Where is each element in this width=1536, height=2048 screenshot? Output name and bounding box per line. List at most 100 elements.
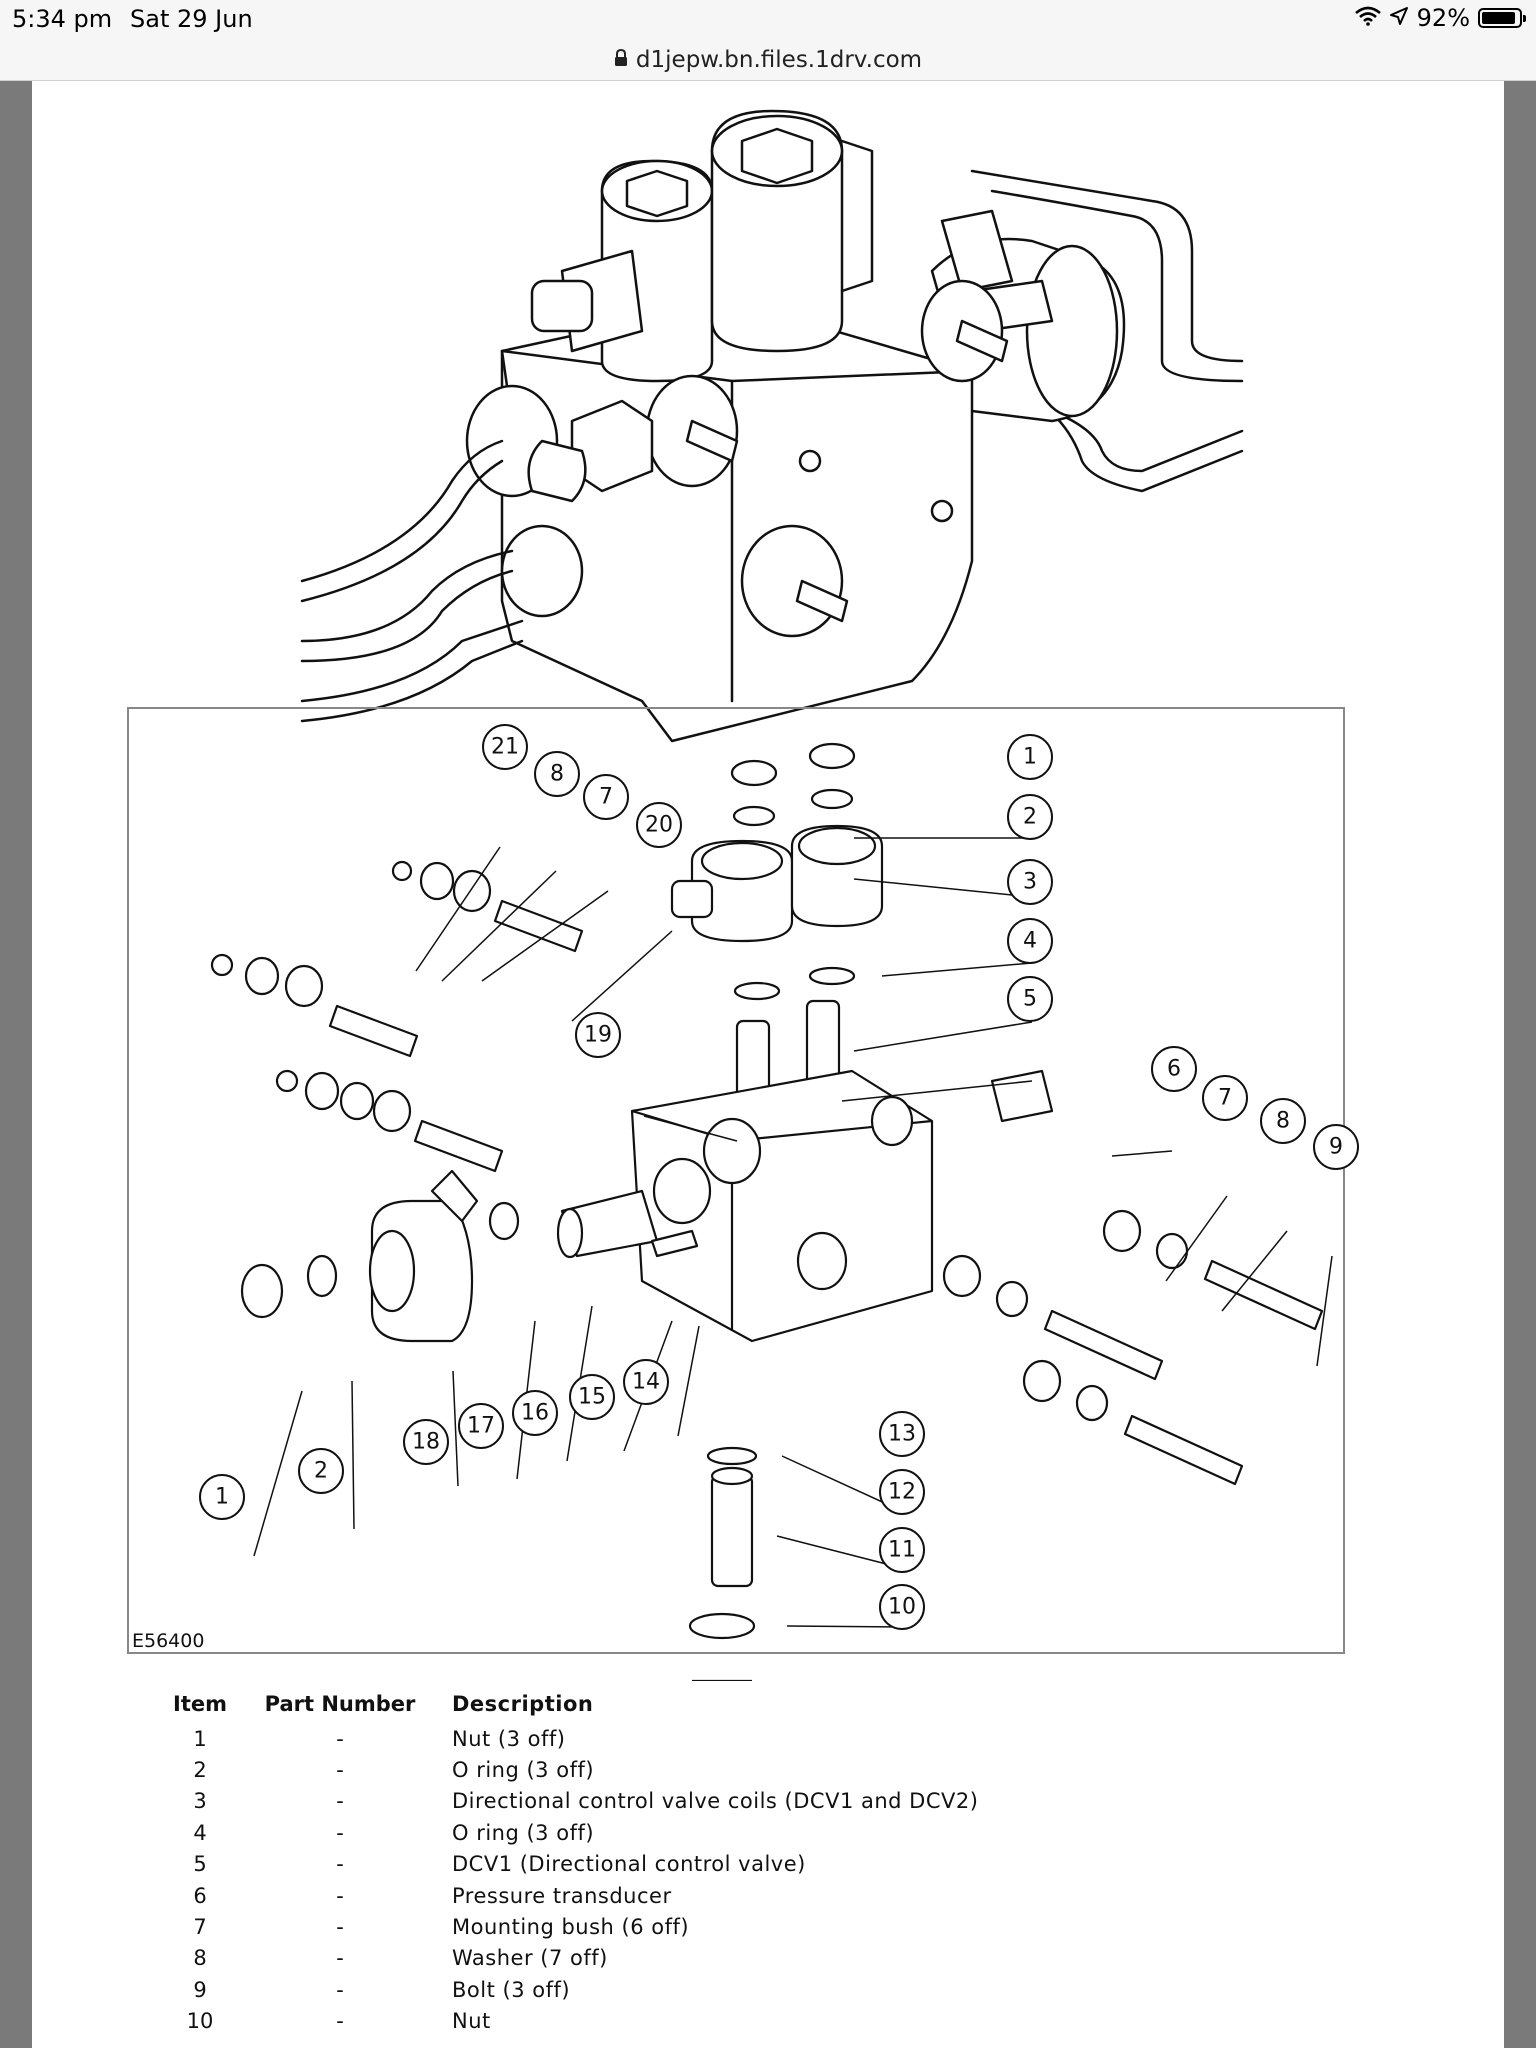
table-row: 4 - O ring (3 off)	[150, 1817, 1050, 1848]
callout-balloon: 2	[298, 1448, 344, 1494]
svg-text:21: 21	[491, 735, 519, 760]
svg-text:15: 15	[578, 1385, 606, 1410]
svg-text:11: 11	[888, 1538, 916, 1563]
svg-text:13: 13	[888, 1422, 916, 1447]
header-item: Item	[173, 1692, 227, 1716]
svg-text:8: 8	[550, 762, 564, 787]
svg-text:12: 12	[888, 1480, 916, 1505]
callout-balloon: 1	[199, 1474, 245, 1520]
status-indicators: 92%	[1354, 4, 1526, 32]
callout-balloon: 14	[623, 1359, 669, 1405]
table-row: 9 - Bolt (3 off)	[150, 1974, 1050, 2005]
cell-item: 10	[186, 2009, 214, 2034]
callout-balloon: 6	[1151, 1046, 1197, 1092]
svg-text:2: 2	[1023, 805, 1037, 830]
callout-balloon: 13	[879, 1411, 925, 1457]
callout-balloon: 2	[1007, 794, 1053, 840]
callout-balloon: 21	[482, 724, 528, 770]
location-arrow-icon	[1389, 4, 1409, 32]
cell-item: 2	[193, 1758, 207, 1783]
cell-item: 1	[193, 1726, 207, 1751]
callout-balloon: 19	[575, 1012, 621, 1058]
cell-part-number: -	[336, 1726, 344, 1751]
svg-text:5: 5	[1023, 987, 1037, 1012]
cell-part-number: -	[336, 1915, 344, 1940]
status-time: 5:34 pm	[12, 5, 113, 33]
callout-balloon: 8	[1260, 1098, 1306, 1144]
table-header-row: Item Part Number Description	[150, 1691, 1050, 1723]
svg-text:19: 19	[584, 1023, 612, 1048]
address-bar[interactable]: d1jepw.bn.files.1drv.com	[0, 40, 1536, 81]
callout-balloon: 1	[1007, 734, 1053, 780]
cell-description: Nut	[452, 2009, 491, 2034]
table-row: 8-Washer (7 off)	[150, 1943, 1050, 1974]
cell-part-number: -	[336, 1820, 344, 1845]
callout-balloon: 20	[636, 802, 682, 848]
cell-description: Bolt (3 off)	[452, 1977, 571, 2002]
status-bar: 5:34 pm Sat 29 Jun 92%	[0, 0, 1536, 40]
callout-balloon: 8	[534, 751, 580, 797]
figure-reference-code: E56400	[132, 1630, 204, 1652]
callout-balloon: 10	[879, 1584, 925, 1630]
callout-balloon: 5	[1007, 976, 1053, 1022]
battery-percent: 92%	[1416, 4, 1470, 32]
cell-description: O ring (3 off)	[452, 1820, 595, 1845]
callout-balloon: 7	[1202, 1075, 1248, 1121]
callout-balloon: 17	[458, 1403, 504, 1449]
callout-balloon: 15	[569, 1374, 615, 1420]
header-description: Description	[452, 1692, 594, 1716]
table-row: 1 - Nut (3 off)	[150, 1723, 1050, 1754]
cell-item: 3	[193, 1789, 207, 1814]
cell-item: 9	[193, 1977, 207, 2002]
svg-text:4: 4	[1023, 929, 1037, 954]
url-text: d1jepw.bn.files.1drv.com	[635, 47, 923, 73]
cell-item: 4	[193, 1820, 207, 1845]
battery-icon	[1478, 8, 1526, 28]
svg-text:3: 3	[1023, 870, 1037, 895]
svg-text:7: 7	[1218, 1086, 1232, 1111]
callout-balloon: 11	[879, 1527, 925, 1573]
cell-part-number: -	[336, 1977, 344, 2002]
cell-description: Directional control valve coils (DCV1 an…	[452, 1789, 979, 1814]
valve-block-illustration: E56400	[127, 109, 1359, 1681]
callout-balloon: 3	[1007, 859, 1053, 905]
table-row: 10 - Nut	[150, 2006, 1050, 2037]
callout-balloon: 4	[1007, 918, 1053, 964]
cell-description: Nut (3 off)	[452, 1726, 566, 1751]
svg-text:6: 6	[1167, 1057, 1181, 1082]
cell-item: 5	[193, 1852, 207, 1877]
cell-part-number: -	[336, 1883, 344, 1908]
document-page: E56400	[32, 81, 1504, 2048]
svg-text:16: 16	[521, 1401, 549, 1426]
svg-text:14: 14	[632, 1370, 660, 1395]
table-row: 3-Directional control valve coils (DCV1 …	[150, 1786, 1050, 1817]
cell-item: 8	[193, 1946, 207, 1971]
wifi-icon	[1354, 4, 1381, 32]
cell-description: DCV1 (Directional control valve)	[452, 1852, 806, 1877]
callout-balloon: 9	[1313, 1124, 1359, 1170]
svg-text:9: 9	[1329, 1135, 1343, 1160]
cell-part-number: -	[336, 1852, 344, 1877]
svg-text:10: 10	[888, 1595, 916, 1620]
cell-item: 6	[193, 1883, 207, 1908]
cell-description: Mounting bush (6 off)	[452, 1915, 690, 1940]
svg-text:8: 8	[1276, 1109, 1290, 1134]
lock-icon	[614, 47, 628, 73]
cell-part-number: -	[336, 2009, 344, 2034]
table-row: 2-O ring (3 off)	[150, 1754, 1050, 1785]
table-row: 5 - DCV1 (Directional control valve)	[150, 1849, 1050, 1880]
svg-text:7: 7	[599, 785, 613, 810]
callout-balloons: 21 8 7 20 1 2 3 4 5 19 6 7 8 9 1 2 18 17…	[199, 724, 1359, 1630]
svg-text:20: 20	[645, 813, 673, 838]
cell-description: O ring (3 off)	[452, 1758, 595, 1783]
callout-balloon: 7	[583, 774, 629, 820]
cell-description: Pressure transducer	[452, 1883, 672, 1908]
svg-text:1: 1	[215, 1485, 229, 1510]
table-row: 7-Mounting bush (6 off)	[150, 1911, 1050, 1942]
exploded-view-frame	[127, 707, 1345, 1654]
cell-part-number: -	[336, 1946, 344, 1971]
svg-text:2: 2	[314, 1459, 328, 1484]
status-date: Sat 29 Jun	[130, 5, 253, 33]
callout-balloon: 18	[403, 1419, 449, 1465]
header-part-number: Part Number	[264, 1692, 416, 1716]
